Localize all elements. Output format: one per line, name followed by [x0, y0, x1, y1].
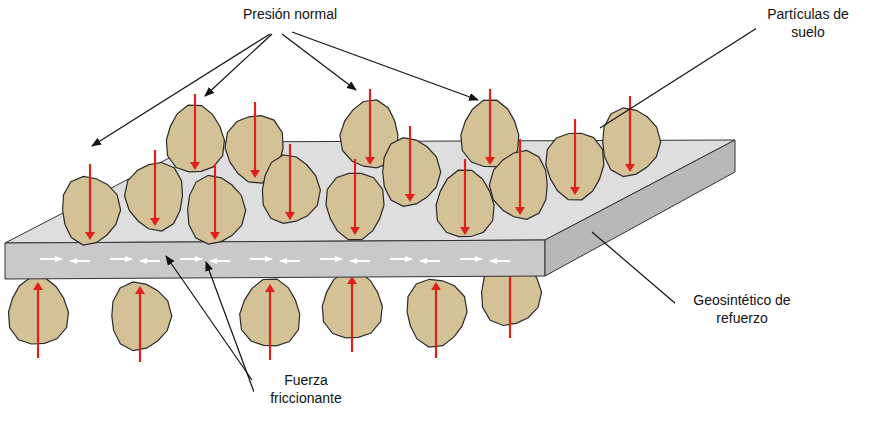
- normal-force-arrow: [289, 144, 291, 218]
- soil-particle: [603, 108, 661, 177]
- normal-force-arrow: [409, 126, 411, 200]
- normal-force-arrow: [154, 150, 156, 224]
- friction-arrow: [420, 260, 440, 262]
- friction-arrow: [70, 260, 90, 262]
- normal-force-arrow: [435, 284, 437, 358]
- normal-force-arrow: [139, 288, 141, 362]
- normal-force-arrow: [369, 89, 371, 163]
- soil-particle: [125, 163, 183, 232]
- friction-arrow: [280, 260, 300, 262]
- friction-arrow: [210, 260, 230, 262]
- friction-arrow: [140, 260, 160, 262]
- normal-force-arrow: [269, 286, 271, 360]
- normal-force-arrow: [354, 159, 356, 233]
- soil-particle: [63, 176, 121, 245]
- friction-arrow: [250, 258, 272, 260]
- soil-particle: [383, 138, 441, 207]
- soil-particle: [188, 175, 246, 244]
- normal-force-arrow: [351, 278, 353, 352]
- part-label: Geosintético de refuerzo: [675, 292, 809, 327]
- normal-force-arrow: [629, 96, 631, 170]
- friction-arrow: [180, 258, 202, 260]
- normal-force-arrow: [489, 89, 491, 163]
- force-label: Fuerza friccionante: [254, 372, 358, 407]
- normal-force-arrow: [214, 164, 216, 238]
- friction-arrow: [350, 260, 370, 262]
- friction-arrows: [40, 259, 510, 261]
- soil-particle: [262, 155, 320, 223]
- normal-force-arrow: [194, 94, 196, 168]
- normal-force-arrow: [254, 102, 256, 176]
- friction-arrow: [490, 260, 510, 262]
- soil-particle: [489, 151, 547, 220]
- leader-lines: [92, 28, 757, 392]
- normal-force-arrow: [519, 139, 521, 213]
- friction-arrow: [40, 258, 62, 260]
- friction-arrow: [320, 258, 342, 260]
- part-label: Partículas de suelo: [756, 6, 860, 41]
- friction-arrow: [110, 258, 132, 260]
- normal-force-arrow: [37, 284, 39, 358]
- soil-particles-above: [63, 89, 661, 245]
- normal-force-arrow: [574, 119, 576, 193]
- friction-arrow: [460, 258, 482, 260]
- soil-particle: [112, 282, 172, 351]
- force-label: Presión normal: [223, 6, 357, 24]
- normal-force-arrow: [89, 164, 91, 238]
- friction-arrow: [390, 258, 412, 260]
- normal-force-arrow: [464, 159, 466, 233]
